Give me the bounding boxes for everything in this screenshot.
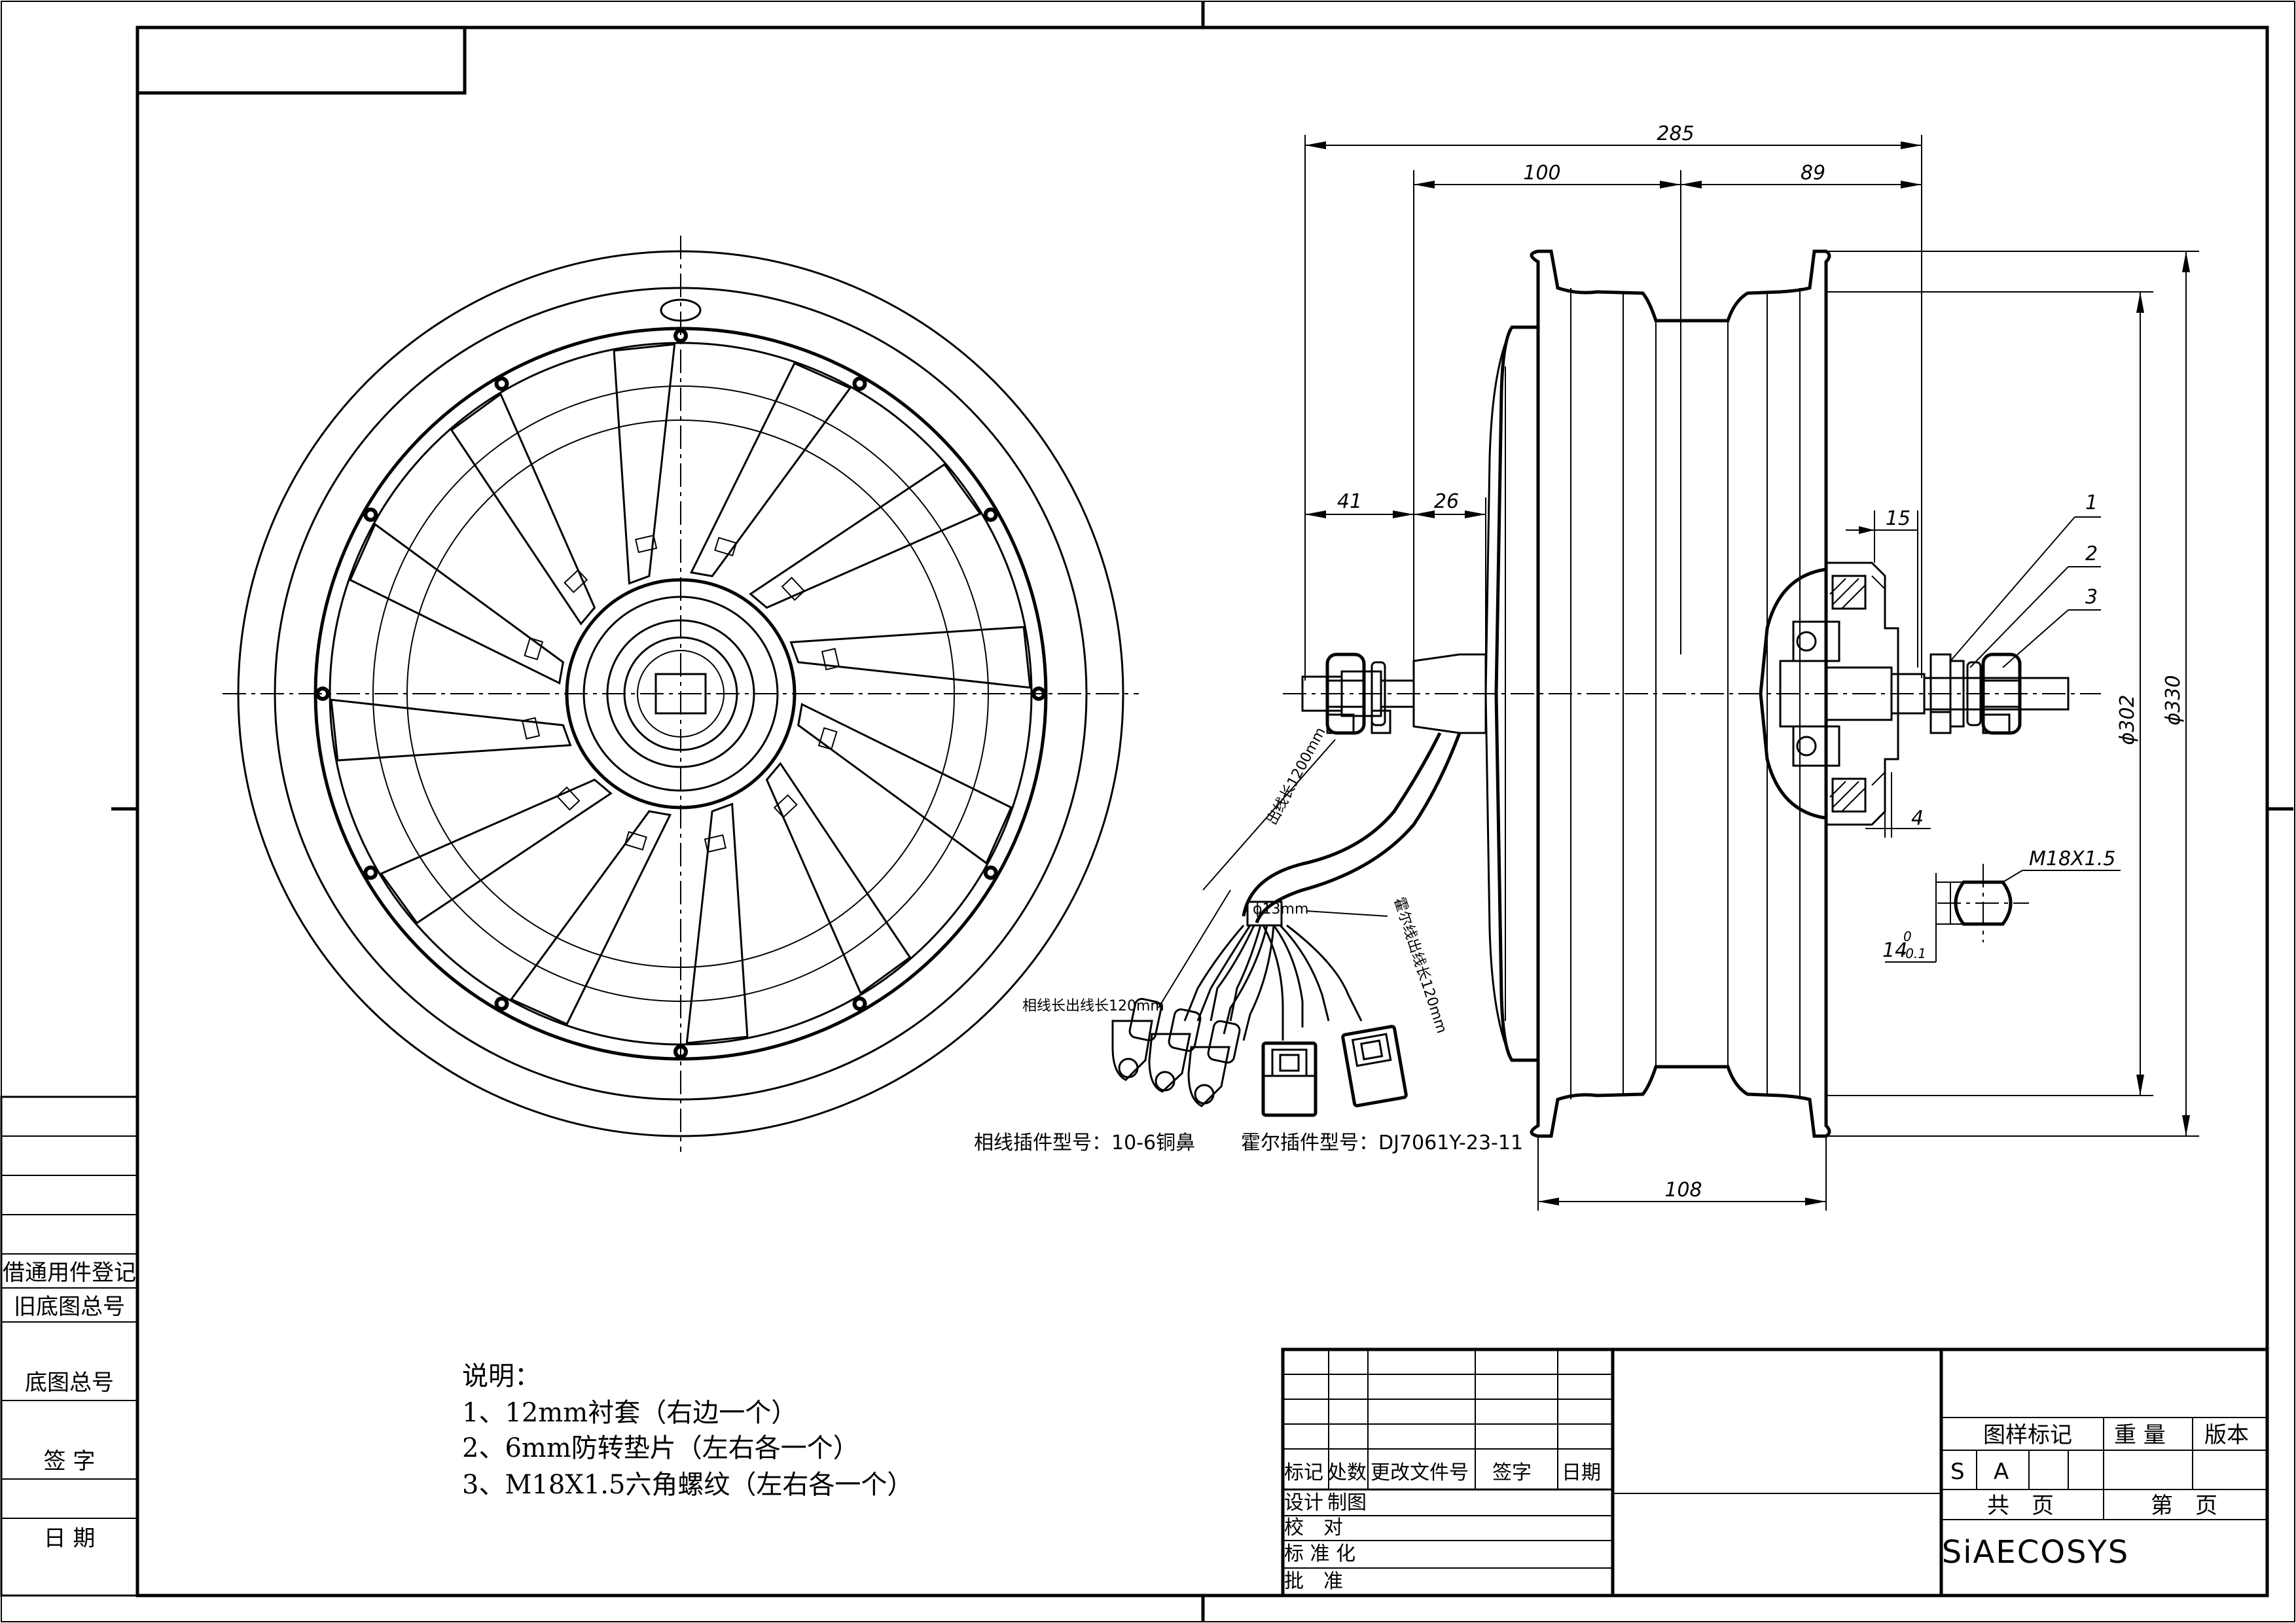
registration-table: 借通用件登记 旧底图总号 底图总号 签 字 日 期 bbox=[0, 1096, 139, 1597]
bolt-hole bbox=[856, 380, 863, 387]
dim-small-gap: 4 bbox=[1911, 807, 1924, 830]
spoke-tab bbox=[521, 717, 541, 740]
thread-spec-label: M18X1.5 bbox=[2029, 847, 2115, 870]
spoke-tab bbox=[714, 537, 738, 557]
hall-connector-type: 霍尔插件型号：DJ7061Y-23-11 bbox=[1241, 1132, 1523, 1154]
role-design: 设计 bbox=[1284, 1491, 1323, 1514]
bolt-hole bbox=[367, 511, 374, 518]
hall-lead-length: 霍尔线出线长120mm bbox=[1390, 895, 1450, 1035]
bolt-hole bbox=[498, 1000, 505, 1007]
notes-heading: 说明： bbox=[462, 1361, 541, 1391]
dimension-lines: 285 100 89 41 26 15 4 108 bbox=[1304, 122, 2199, 1211]
thread-detail: M18X1.5 14 0 -0.1 bbox=[1882, 847, 2121, 963]
hall-connectors bbox=[1261, 924, 1408, 1117]
callout-2: 2 bbox=[2085, 543, 2098, 565]
phase-connector-type: 相线插件型号：10-6铜鼻 bbox=[974, 1132, 1195, 1154]
role-check: 校 对 bbox=[1284, 1516, 1343, 1539]
title-block: 标记 处数 更改文件号 签字 日期 设计 制图 校 对 标 准 化 批 准 图样… bbox=[1281, 1347, 2269, 1597]
spoke-tab bbox=[817, 727, 838, 751]
spoke bbox=[765, 762, 912, 995]
company-name: SiAECOSYS bbox=[1942, 1534, 2130, 1571]
version-label: 版本 bbox=[2204, 1422, 2249, 1448]
spoke-tab bbox=[781, 577, 806, 601]
spoke bbox=[450, 392, 596, 626]
drawing-mark-label: 图样标记 bbox=[1983, 1422, 2072, 1448]
role-standard: 标 准 化 bbox=[1284, 1543, 1355, 1565]
callout-1: 1 bbox=[2085, 491, 2098, 514]
registration-label: 借通用件登记 bbox=[3, 1260, 136, 1286]
dim-left-section: 100 bbox=[1523, 162, 1560, 185]
spoke-tab bbox=[624, 830, 647, 851]
dim-diameter-330: ϕ330 bbox=[2162, 675, 2185, 725]
phase-leads bbox=[1111, 925, 1275, 1107]
spoke bbox=[509, 810, 672, 1026]
bolt-hole bbox=[677, 332, 684, 339]
phase-lead-length: 相线长出线长120mm bbox=[1022, 998, 1164, 1014]
spoke-tab bbox=[524, 637, 544, 660]
spoke-tab bbox=[635, 534, 658, 554]
spoke bbox=[749, 463, 982, 609]
drawing-number-label: 底图总号 bbox=[25, 1370, 114, 1396]
spoke-tab bbox=[704, 834, 726, 853]
bolt-hole bbox=[987, 511, 994, 518]
bolt-hole bbox=[987, 869, 994, 876]
flat-width-label: 14 bbox=[1882, 939, 1907, 962]
callout-3: 3 bbox=[2085, 586, 2098, 609]
rev-header-date: 日期 bbox=[1562, 1461, 1601, 1484]
spoke bbox=[689, 362, 852, 577]
signature-label: 签 字 bbox=[44, 1448, 96, 1474]
spoke bbox=[797, 702, 1013, 865]
note-2: 2、6mm防转垫片（左右各一个） bbox=[462, 1433, 859, 1463]
rev-header-sign: 签字 bbox=[1492, 1461, 1532, 1484]
page-label: 第 页 bbox=[2151, 1493, 2217, 1519]
spoke-tab bbox=[564, 569, 588, 594]
bolt-hole bbox=[367, 869, 374, 876]
bolt-hole bbox=[856, 1000, 863, 1007]
note-3: 3、M18X1.5六角螺纹（左右各一个） bbox=[462, 1470, 913, 1500]
dim-overall-width: 285 bbox=[1657, 122, 1694, 145]
spoke-tab bbox=[556, 786, 581, 811]
spoke-tab bbox=[821, 648, 840, 671]
note-1: 1、12mm衬套（右边一个） bbox=[462, 1398, 797, 1428]
spoke bbox=[330, 698, 572, 762]
cover-bolts bbox=[315, 329, 1046, 1059]
dim-diameter-302: ϕ302 bbox=[2116, 694, 2139, 745]
dim-rim-width: 108 bbox=[1664, 1179, 1702, 1202]
bolt-hole bbox=[498, 380, 505, 387]
cable-labels: 出线长1200mm ϕ13mm 霍尔线出线长120mm 相线长出线长120mm … bbox=[974, 725, 1523, 1154]
weight-label: 重 量 bbox=[2114, 1422, 2166, 1448]
spoke bbox=[789, 626, 1031, 689]
cable-outlet-length: 出线长1200mm bbox=[1264, 725, 1329, 828]
spoke bbox=[349, 522, 564, 685]
rev-header-mark: 标记 bbox=[1284, 1461, 1323, 1484]
role-approve: 批 准 bbox=[1284, 1570, 1343, 1593]
total-pages-label: 共 页 bbox=[1987, 1493, 2054, 1519]
old-drawing-number-label: 旧底图总号 bbox=[14, 1294, 125, 1320]
spoke bbox=[613, 343, 676, 585]
wheel-spokes bbox=[330, 343, 1031, 1044]
role-drafting: 制图 bbox=[1327, 1491, 1367, 1514]
dim-axle-right: 15 bbox=[1886, 507, 1910, 530]
spoke-tab bbox=[773, 794, 798, 819]
spoke bbox=[379, 778, 613, 925]
flat-tolerance-upper: 0 bbox=[1903, 929, 1912, 944]
bolt-hole bbox=[319, 690, 326, 697]
dim-axle-left: 41 bbox=[1337, 490, 1362, 513]
date-label: 日 期 bbox=[44, 1525, 96, 1552]
wheel-front-view bbox=[223, 236, 1139, 1152]
drawing-notes: 说明： 1、12mm衬套（右边一个） 2、6mm防转垫片（左右各一个） 3、M1… bbox=[462, 1361, 913, 1500]
rev-header-file: 更改文件号 bbox=[1371, 1461, 1469, 1484]
dim-axle-step: 26 bbox=[1434, 490, 1459, 513]
wheel-side-view bbox=[1111, 249, 2101, 1138]
spoke bbox=[685, 802, 749, 1044]
mark-a: A bbox=[1994, 1459, 2009, 1485]
part-callouts: 1 2 3 bbox=[1950, 491, 2101, 668]
rev-header-count: 处数 bbox=[1327, 1461, 1367, 1484]
cable-diameter: ϕ13mm bbox=[1253, 901, 1308, 918]
dim-right-section: 89 bbox=[1801, 162, 1825, 185]
mark-s: S bbox=[1950, 1459, 1965, 1485]
flat-tolerance-lower: -0.1 bbox=[1901, 946, 1926, 961]
